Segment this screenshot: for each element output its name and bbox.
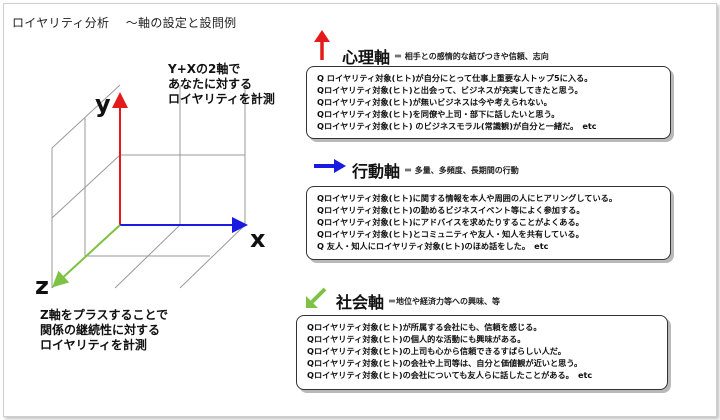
question-item: Qロイヤリティ対象(ヒト)の会社や上司等は、自分と価値観が近いと思う。 — [307, 358, 583, 368]
section-name: 社会軸 — [336, 293, 385, 312]
question-box-social: Qロイヤリティ対象(ヒト)が所属する会社にも、信頼を感じる。 Qロイヤリティ対象… — [296, 315, 668, 390]
question-item: Qロイヤリティ対象(ヒト)とコミュニティや友人・知人を共有している。 — [317, 229, 584, 239]
question-item: Q 友人・知人にロイヤリティ対象(ヒト)のほめ話をした。 etc — [317, 241, 549, 251]
question-item: Qロイヤリティ対象(ヒト) のビジネスモラル(常識観)が自分と一緒だ。 etc — [317, 121, 597, 131]
section-desc: ＝地位や経済力等への興味、等 — [388, 296, 501, 306]
x-axis-label: x — [250, 225, 266, 253]
section-desc: ＝ 多量、多頻度、長期間の行動 — [404, 165, 519, 175]
question-item: Qロイヤリティ対象(ヒト)にアドバイスを求めたりすることがよくある。 — [317, 217, 584, 227]
grid-line — [51, 84, 121, 149]
z-axis-line — [52, 224, 121, 288]
question-item: Q ロイヤリティ対象(ヒト)が自分にとって仕事上重要な人トップ5に入る。 — [317, 73, 593, 83]
arrow-down-left-green-icon — [306, 287, 327, 308]
note-yx-line: Y+Xの2軸で — [168, 62, 241, 76]
note-z-line: 関係の継続性に対する — [40, 323, 161, 337]
note-z-line: ロイヤリティを計測 — [40, 338, 147, 352]
grid-line — [51, 154, 121, 219]
section-name: 行動軸 — [352, 162, 401, 181]
question-box-behavioral: Qロイヤリティ対象(ヒト)に関する情報を本人や周囲の人にヒアリングしている。 Q… — [306, 186, 671, 260]
arrow-right-blue-icon — [314, 159, 346, 173]
section-header-social: 社会軸 ＝地位や経済力等への興味、等 — [330, 289, 500, 313]
question-item: Qロイヤリティ対象(ヒト)が所属する会社にも、信頼を感じる。 — [307, 322, 542, 332]
arrow-up-red-icon — [314, 30, 330, 60]
section-header-psychological: 心理軸 ＝ 相手との感情的な結びつきや信頼、志向 — [336, 44, 549, 68]
z-axis-label: z — [35, 272, 49, 300]
note-yx: Y+Xの2軸で あなたに対する ロイヤリティを計測 — [168, 62, 275, 107]
question-item: Qロイヤリティ対象(ヒト)に関する情報を本人や周囲の人にヒアリングしている。 — [317, 193, 618, 203]
question-item: Qロイヤリティ対象(ヒト)の会社についても友人らに話したことがある。 etc — [307, 370, 593, 380]
note-z-line: Z軸をプラスすることで — [40, 308, 169, 322]
question-item: Qロイヤリティ対象(ヒト)と出会って、ビジネスが充実してきたと思う。 — [317, 85, 583, 95]
note-yx-line: ロイヤリティを計測 — [168, 92, 275, 106]
section-name: 心理軸 — [342, 48, 391, 67]
question-box-psychological: Q ロイヤリティ対象(ヒト)が自分にとって仕事上重要な人トップ5に入る。 Qロイ… — [306, 66, 671, 139]
section-header-behavioral: 行動軸 ＝ 多量、多頻度、長期間の行動 — [346, 158, 519, 182]
question-item: Qロイヤリティ対象(ヒト)の上司も心から信頼できるすばらしい人だ。 — [307, 346, 566, 356]
question-item: Qロイヤリティ対象(ヒト)の勤めるビジネスイベント等によく参加する。 — [317, 205, 585, 215]
note-z: Z軸をプラスすることで 関係の継続性に対する ロイヤリティを計測 — [40, 308, 168, 353]
question-item: Qロイヤリティ対象(ヒト)を同僚や上司・部下に話したいと思う。 — [317, 109, 560, 119]
note-yx-line: あなたに対する — [168, 77, 253, 91]
y-axis-label: y — [95, 90, 111, 118]
question-item: Qロイヤリティ対象(ヒト)が無いビジネスは今や考えられない。 — [317, 97, 552, 107]
question-item: Qロイヤリティ対象(ヒト)の個人的な活動にも興味がある。 — [307, 334, 526, 344]
section-desc: ＝ 相手との感情的な結びつきや信頼、志向 — [394, 51, 549, 61]
grid-lines — [51, 84, 246, 289]
grid-line — [179, 224, 246, 289]
page-title: ロイヤリティ分析 〜軸の設定と設問例 — [12, 16, 237, 30]
